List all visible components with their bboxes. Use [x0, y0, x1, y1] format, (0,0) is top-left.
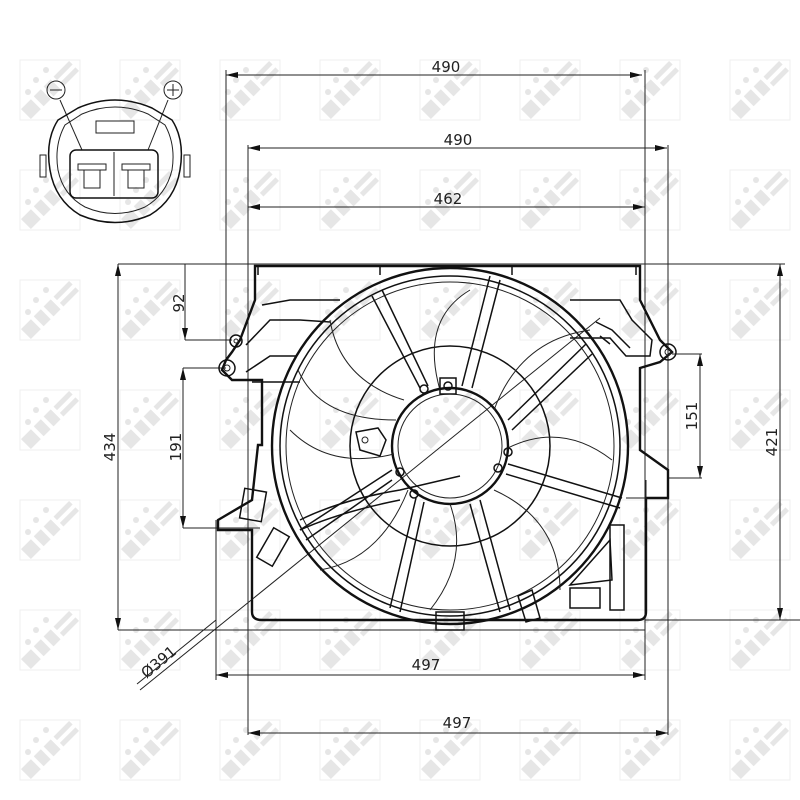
positive-terminal-icon — [163, 80, 183, 100]
dim-top-width-outer: 490 — [432, 58, 461, 76]
dim-right-mount-spacing: 151 — [683, 402, 701, 431]
fan-shroud — [216, 264, 677, 622]
motor-housing — [349, 345, 551, 547]
dim-right-height-total: 421 — [763, 428, 781, 457]
mount-tab-right — [659, 343, 677, 361]
connector-detail — [39, 80, 191, 224]
mount-tab-left-lower — [218, 359, 236, 377]
dim-bottom-width-inner: 497 — [412, 656, 441, 674]
dim-bottom-width-outer: 497 — [443, 714, 472, 732]
dim-top-width-mount: 462 — [434, 190, 463, 208]
harness-connector — [238, 487, 268, 523]
mount-tab-left-upper — [229, 334, 243, 348]
fan-assembly — [238, 266, 630, 631]
negative-terminal-icon — [46, 80, 66, 100]
harness-plug — [255, 526, 291, 568]
dim-left-mount-spacing: 191 — [167, 433, 185, 462]
dim-top-width-inner: 490 — [444, 131, 473, 149]
dim-left-offset-top: 92 — [170, 293, 188, 312]
dim-left-height-total: 434 — [101, 433, 119, 462]
fan-hub — [390, 386, 510, 506]
